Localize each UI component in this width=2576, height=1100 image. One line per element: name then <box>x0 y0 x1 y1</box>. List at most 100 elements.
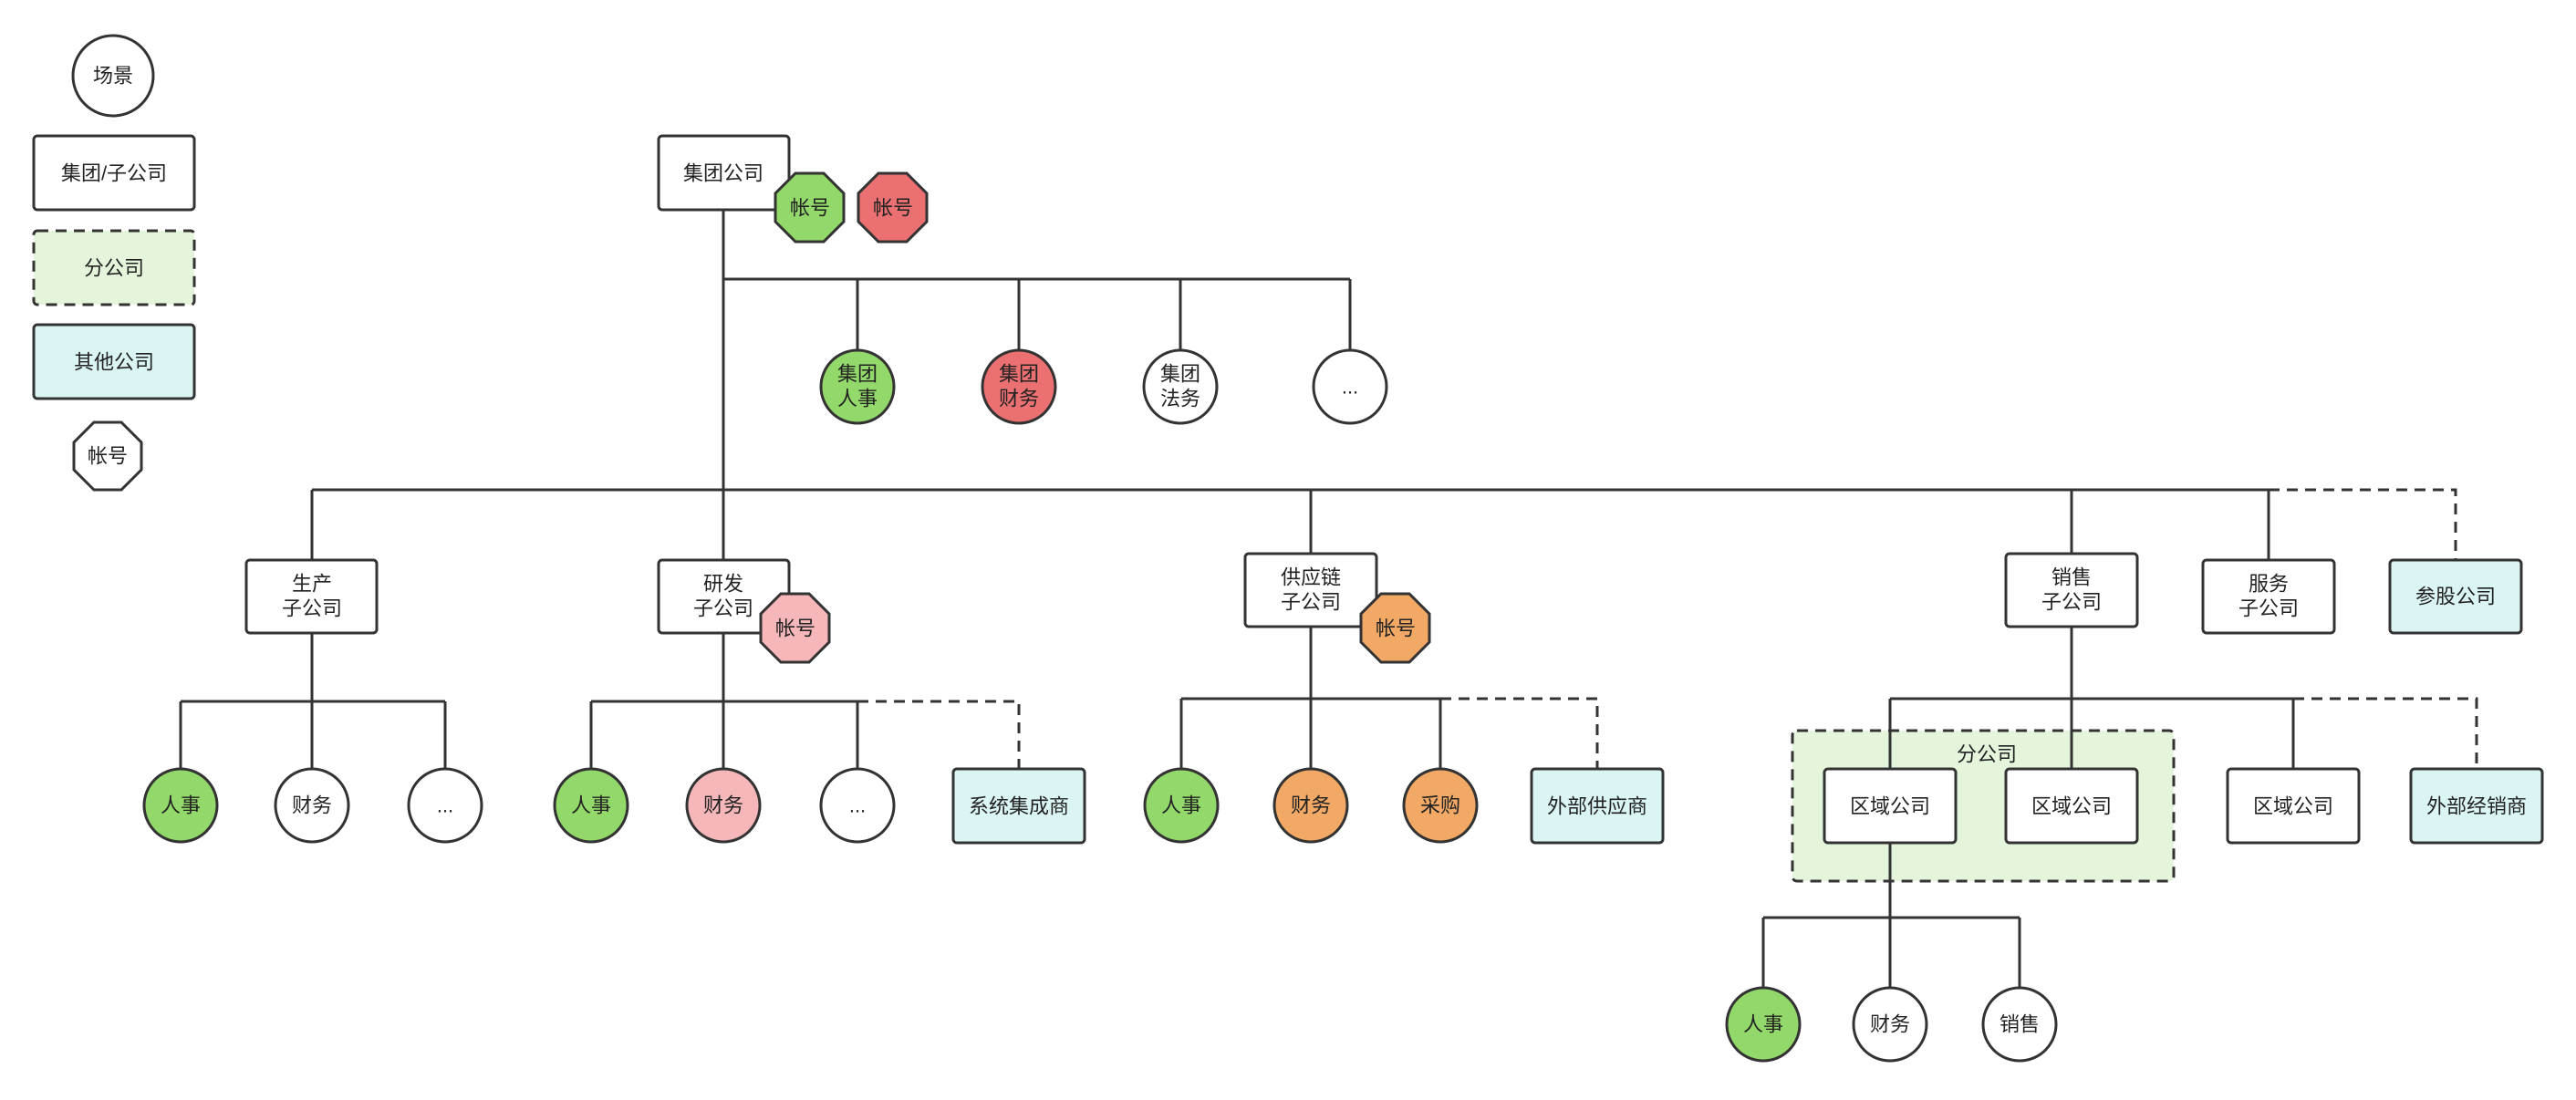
system-integrator-box <box>951 767 1086 845</box>
production-more-label: ... <box>437 794 453 817</box>
group-hr-label-1: 集团 <box>837 363 878 386</box>
system-integrator-label: 系统集成商 <box>969 795 1069 818</box>
production-hr-circle <box>142 767 219 844</box>
region-hr-label: 人事 <box>1743 1013 1783 1036</box>
production-subsidiary: 生产 子公司 人事 财务 ... <box>142 558 483 844</box>
supply-hr-label: 人事 <box>1161 794 1201 817</box>
legend-branch-label: 分公司 <box>84 257 144 280</box>
production-label-1: 生产 <box>292 573 332 596</box>
line-branch-overlay <box>1888 731 2073 881</box>
sales-label-2: 子公司 <box>2041 591 2102 614</box>
group-finance-circle <box>981 348 1057 425</box>
rnd-account-octagon <box>759 592 831 664</box>
group-more-label: ... <box>1342 376 1358 399</box>
region-company-2-box <box>2004 767 2139 845</box>
line-integrator-dashed <box>857 700 1021 769</box>
production-box <box>244 558 379 635</box>
supply-label-2: 子公司 <box>1281 591 1341 614</box>
rnd-label-2: 子公司 <box>693 597 753 620</box>
supply-purchase-circle <box>1402 767 1479 844</box>
external-distributor-box <box>2409 767 2544 845</box>
region-finance-circle <box>1852 986 1928 1063</box>
region-company-3-label: 区域公司 <box>2253 795 2333 818</box>
legend-scene-circle <box>71 34 155 118</box>
sales-subsidiary: 销售 子公司 分公司 区域公司 区域公司 区域公司 外部经销商 人事 财务 销售 <box>1725 552 2544 1063</box>
external-supplier-label: 外部供应商 <box>1547 795 1647 818</box>
legend-branch-box <box>32 229 196 306</box>
group-scenes: 集团 人事 集团 财务 集团 法务 ... <box>819 348 1388 425</box>
rnd-account-label: 帐号 <box>775 617 815 640</box>
service-label-2: 子公司 <box>2238 597 2299 620</box>
rnd-subsidiary: 研发 子公司 帐号 人事 财务 ... 系统集成商 <box>553 558 1086 845</box>
production-label-2: 子公司 <box>282 597 342 620</box>
service-box <box>2201 558 2336 635</box>
line-supply-children <box>1179 627 1442 769</box>
rnd-more-label: ... <box>849 794 866 817</box>
group-company-label: 集团公司 <box>683 162 763 185</box>
group-account-green <box>774 171 846 244</box>
region-finance-label: 财务 <box>1870 1013 1910 1036</box>
legend-account-octagon <box>72 420 143 492</box>
dashed-lines <box>857 488 2478 769</box>
line-rnd-children <box>589 633 859 769</box>
supply-subsidiary: 供应链 子公司 帐号 人事 财务 采购 外部供应商 <box>1143 552 1665 845</box>
equity-label: 参股公司 <box>2415 586 2496 608</box>
group-hr-label-2: 人事 <box>837 388 878 410</box>
external-distributor-label: 外部经销商 <box>2426 795 2527 818</box>
legend-group-sub-box <box>32 134 196 212</box>
line-equity-dashed <box>2269 488 2457 560</box>
production-finance-label: 财务 <box>292 794 332 817</box>
group-account-green-label: 帐号 <box>790 197 830 220</box>
legend: 场景 集团/子公司 分公司 其他公司 帐号 <box>32 34 196 492</box>
region-company-1-box <box>1823 767 1958 845</box>
supply-finance-circle <box>1272 767 1349 844</box>
supply-finance-label: 财务 <box>1291 794 1331 817</box>
sales-label-1: 销售 <box>2051 566 2092 589</box>
equity-box <box>2388 558 2523 635</box>
production-hr-label: 人事 <box>161 794 201 817</box>
production-more-circle <box>407 767 483 844</box>
group-finance-label-1: 集团 <box>999 363 1039 386</box>
region-sales-circle <box>1981 986 2058 1063</box>
group-hr-circle <box>819 348 896 425</box>
region-company-3-box <box>2226 767 2361 845</box>
group-more-circle <box>1312 348 1388 425</box>
group-account-red-label: 帐号 <box>873 197 913 220</box>
region-company-2-label: 区域公司 <box>2031 795 2112 818</box>
rnd-more-circle <box>819 767 896 844</box>
legend-other-label: 其他公司 <box>74 351 154 374</box>
line-distributor-dashed <box>2293 697 2478 769</box>
legend-other-box <box>32 323 196 400</box>
branch-area-label: 分公司 <box>1957 743 2017 766</box>
external-supplier-box <box>1530 767 1665 845</box>
legend-group-sub-label: 集团/子公司 <box>61 162 167 185</box>
region-hr-circle <box>1725 986 1802 1063</box>
production-finance-circle <box>274 767 350 844</box>
group-legal-circle <box>1142 348 1219 425</box>
line-group-scene-bus <box>723 277 1352 350</box>
group-account-red <box>857 171 929 244</box>
supply-box <box>1243 552 1378 628</box>
group-finance-label-2: 财务 <box>999 388 1039 410</box>
rnd-finance-circle <box>685 767 762 844</box>
rnd-hr-label: 人事 <box>571 794 611 817</box>
service-label-1: 服务 <box>2249 573 2289 596</box>
group-company-box <box>657 134 791 212</box>
group-legal-label-2: 法务 <box>1160 388 1200 410</box>
supply-account-octagon <box>1359 592 1431 664</box>
legend-scene-label: 场景 <box>93 65 133 88</box>
service-subsidiary: 服务 子公司 <box>2201 558 2336 635</box>
sales-box <box>2004 552 2139 628</box>
rnd-label-1: 研发 <box>703 573 743 596</box>
line-subsidiary-bus <box>310 488 2270 560</box>
line-supplier-dashed <box>1440 697 1599 769</box>
supply-purchase-label: 采购 <box>1420 794 1460 817</box>
line-production-children <box>179 633 447 769</box>
region-sales-label: 销售 <box>2000 1013 2040 1036</box>
equity-company: 参股公司 <box>2388 558 2523 635</box>
region-company-1-label: 区域公司 <box>1850 795 1930 818</box>
rnd-finance-label: 财务 <box>703 794 743 817</box>
supply-account-label: 帐号 <box>1376 617 1416 640</box>
rnd-hr-circle <box>553 767 629 844</box>
